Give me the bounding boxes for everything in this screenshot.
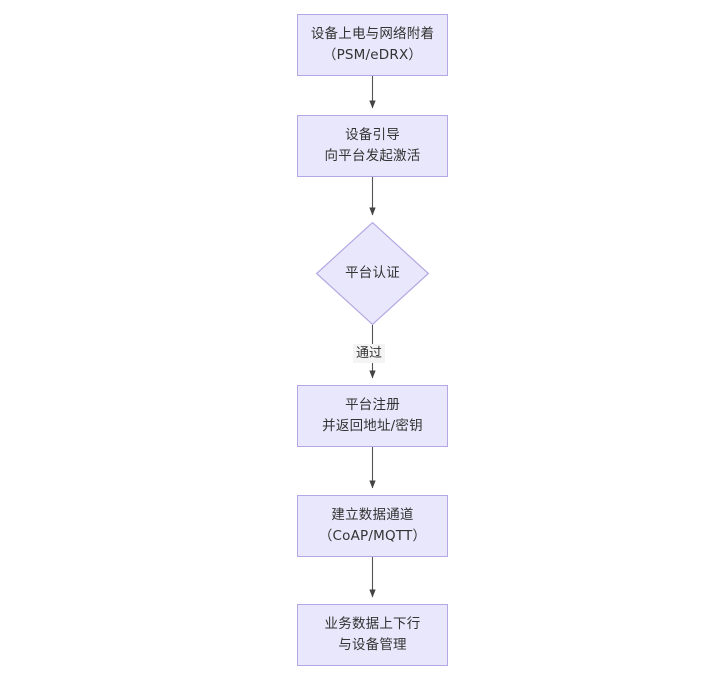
node-bootstrap[interactable]: 设备引导 向平台发起激活 — [297, 115, 448, 177]
node-service-data-line-1: 业务数据上下行 — [324, 616, 421, 632]
node-platform-register-line-1: 平台注册 — [345, 397, 400, 413]
node-platform-register[interactable]: 平台注册 并返回地址/密钥 — [297, 385, 448, 447]
edge-label-pass: 通过 — [353, 344, 386, 363]
node-data-channel-line-2: （CoAP/MQTT） — [318, 528, 427, 544]
node-platform-auth-label: 平台认证 — [345, 265, 400, 281]
node-bootstrap-line-1: 设备引导 — [345, 127, 400, 143]
node-power-on-line-2: （PSM/eDRX） — [322, 47, 423, 63]
node-data-channel[interactable]: 建立数据通道 （CoAP/MQTT） — [297, 495, 448, 557]
node-data-channel-line-1: 建立数据通道 — [331, 507, 414, 523]
node-service-data[interactable]: 业务数据上下行 与设备管理 — [297, 604, 448, 666]
node-power-on-line-1: 设备上电与网络附着 — [310, 26, 435, 42]
node-platform-register-line-2: 并返回地址/密钥 — [322, 418, 423, 434]
node-platform-auth[interactable]: 平台认证 — [316, 222, 429, 325]
node-power-on[interactable]: 设备上电与网络附着 （PSM/eDRX） — [297, 14, 448, 76]
node-bootstrap-line-2: 向平台发起激活 — [324, 148, 421, 164]
node-service-data-line-2: 与设备管理 — [338, 637, 407, 653]
